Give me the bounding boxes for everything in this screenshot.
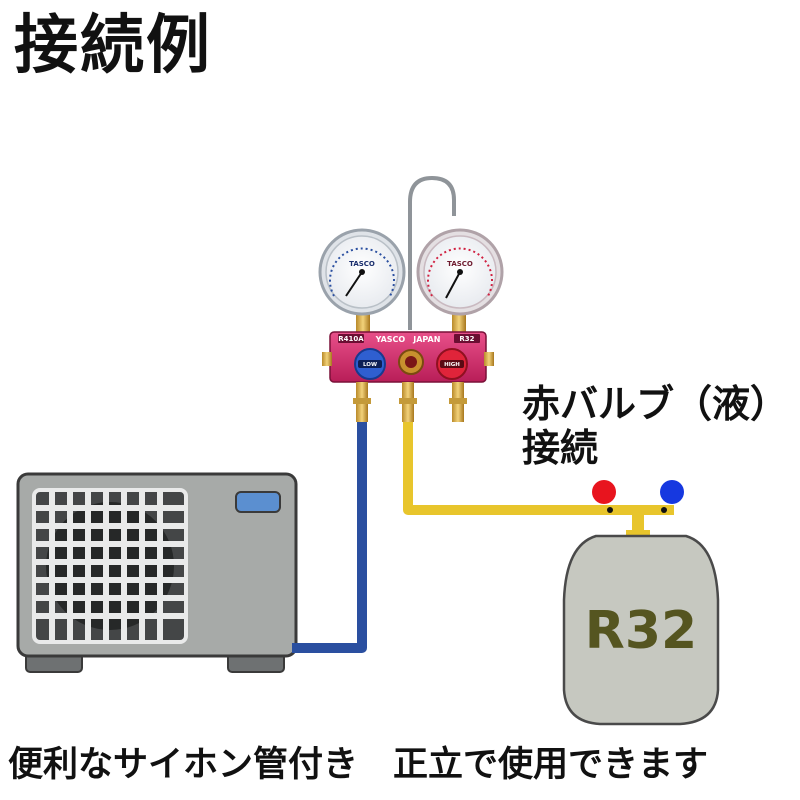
manifold-gauge: TASCO TASCO R410A R32 YASCO JAPAN LOW HI…: [318, 175, 504, 422]
page-title: 接続例: [14, 9, 212, 83]
red-valve-connection-label: 赤バルブ（液） 接続: [522, 382, 788, 470]
high-pressure-gauge: TASCO: [416, 228, 504, 316]
valve-label-line-2: 接続: [522, 426, 599, 470]
outdoor-unit: [16, 472, 298, 673]
cylinder-label: R32: [585, 601, 697, 661]
refrigerant-cylinder: R32: [562, 534, 720, 726]
cylinder-valve: [592, 480, 684, 538]
high-knob: HIGH: [436, 348, 468, 380]
hanging-hook: [408, 175, 456, 330]
svg-text:LOW: LOW: [363, 362, 377, 368]
red-valve-icon: [592, 480, 616, 504]
feature-caption: 便利なサイホン管付き 正立で使用できます: [8, 745, 709, 785]
svg-text:R32: R32: [459, 335, 474, 343]
svg-text:R410A: R410A: [338, 335, 364, 343]
low-pressure-gauge: TASCO: [318, 228, 406, 316]
svg-text:TASCO: TASCO: [447, 260, 473, 268]
svg-text:YASCO JAPAN: YASCO JAPAN: [375, 335, 441, 344]
charge-hose: [403, 420, 606, 515]
valve-label-line-1: 赤バルブ（液）: [522, 382, 789, 426]
fan-grille: [36, 492, 184, 640]
svg-text:TASCO: TASCO: [349, 260, 375, 268]
svg-text:HIGH: HIGH: [444, 362, 460, 368]
unit-badge: [235, 491, 281, 513]
low-side-hose: [292, 420, 367, 653]
blue-valve-icon: [660, 480, 684, 504]
low-knob: LOW: [354, 348, 386, 380]
